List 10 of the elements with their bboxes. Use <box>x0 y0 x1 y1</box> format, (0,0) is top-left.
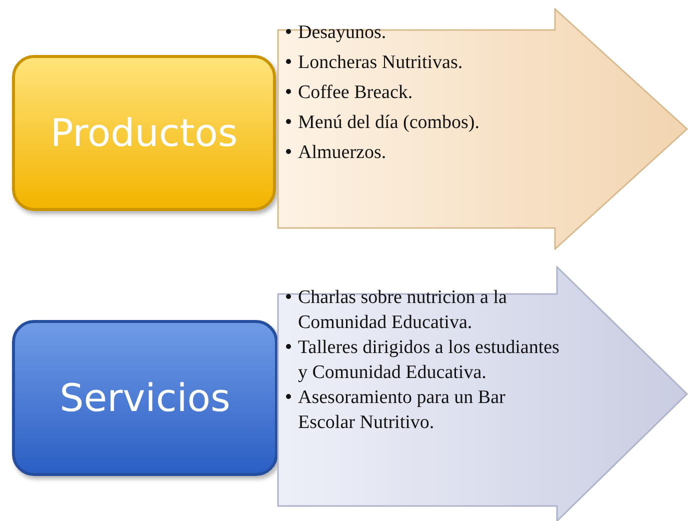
list-item: Charlas sobre nutricion a la Comunidad Educativa. <box>298 287 507 333</box>
list-item: Coffee Breack. <box>298 82 413 103</box>
list-item: Asesoramiento para un Bar Escolar Nutritivo. <box>298 387 506 433</box>
list-item: Desayunos. <box>298 22 386 43</box>
category-box: Productos <box>12 55 276 211</box>
list-item: Almuerzos. <box>298 142 386 163</box>
category-box: Servicios <box>12 320 278 476</box>
list-item: Menú del día (combos). <box>298 112 480 133</box>
list-item: Loncheras Nutritivas. <box>298 52 463 73</box>
list-item: Talleres dirigidos a los estudiantes y Comunidad Educativa. <box>298 337 560 383</box>
